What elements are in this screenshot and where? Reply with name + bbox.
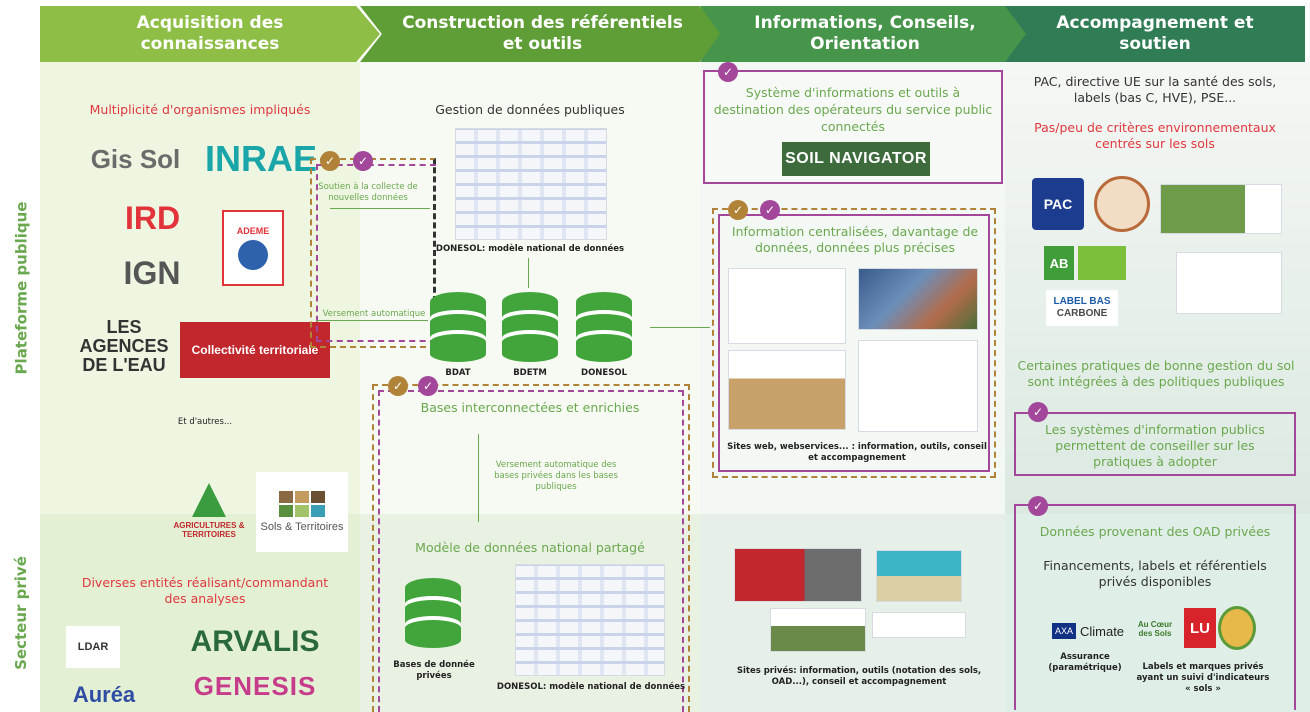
private-site-screenshot-1 (734, 548, 862, 602)
versement-text: Versement automatique (322, 309, 426, 319)
database-bdat (430, 292, 486, 362)
systemes-text: Les systèmes d'information publics perme… (1045, 422, 1265, 469)
chambres-agriculture-logo: AGRICULTURES & TERRITOIRES (168, 476, 250, 546)
ign-logo: IGN (123, 254, 181, 291)
bases-privees-caption: Bases de donnée privées (393, 660, 475, 681)
globe-icon (238, 240, 268, 270)
database-donesol (576, 292, 632, 362)
check-gold-icon: ✓ (320, 151, 340, 171)
arrow-donesol-down (528, 258, 529, 288)
db-label-bdat: BDAT (445, 368, 471, 378)
pac-text: PAC, directive UE sur la santé des sols,… (1033, 74, 1277, 105)
policy-document-image-2 (1176, 252, 1282, 314)
financements-text: Financements, labels et référentiels pri… (1043, 558, 1267, 589)
interconnected-box-inner (378, 390, 684, 712)
check-gold-icon-2: ✓ (388, 376, 408, 396)
eu-organic-logo (1078, 246, 1126, 280)
interconnected-box (372, 384, 690, 712)
side-label-private: Secteur privé (12, 556, 30, 670)
website-screenshot-1 (728, 268, 846, 344)
donesol-schema-image-2 (515, 564, 665, 676)
donesol-model-caption: DONESOL: modèle national de données (435, 244, 625, 254)
gissol-logo: Gis Sol (90, 143, 181, 174)
website-screenshot-2 (728, 350, 846, 430)
ird-logo: IRD (124, 199, 181, 236)
arrow-versement (316, 320, 428, 321)
database-bdetm (502, 292, 558, 362)
arrow-soutien (330, 208, 430, 209)
check-purple-icon-3: ✓ (718, 62, 738, 82)
hve-seal-logo (1094, 176, 1150, 232)
private-site-screenshot-4 (872, 612, 966, 638)
check-purple-icon-2: ✓ (418, 376, 438, 396)
private-site-screenshot-3 (770, 608, 866, 652)
connector-dashed-gold (310, 158, 436, 348)
sites-prives-caption: Sites privés: information, outils (notat… (736, 666, 982, 687)
wheat-label-logo (1218, 606, 1256, 650)
diverses-text: Diverses entités réalisant/commandant de… (81, 575, 329, 606)
private-site-screenshot-2 (876, 550, 962, 602)
website-screenshot-3 (858, 340, 978, 432)
certaines-pratiques-text: Certaines pratiques de bonne gestion du … (1017, 358, 1295, 389)
peu-criteres-text: Pas/peu de critères environnementaux cen… (1034, 120, 1276, 151)
arrow-db-to-info (650, 327, 710, 328)
interconnectees-text: Bases interconnectées et enrichies (420, 400, 640, 415)
header-informations: Informations, Conseils, Orientation (700, 6, 1030, 62)
assurance-caption: Assurance (paramétrique) (1048, 652, 1122, 673)
labels-prives-caption: Labels et marques privés ayant un suivi … (1136, 662, 1270, 694)
info-centralisees-box-inner (718, 214, 990, 472)
info-centralisees-text: Information centralisées, davantage de d… (731, 224, 979, 255)
donesol-model-caption-2: DONESOL: modèle national de données (496, 682, 686, 692)
label-bas-carbone-logo: LABEL BAS CARBONE (1046, 290, 1118, 326)
versement-prive-text: Versement automatique des bases privées … (494, 460, 618, 492)
lu-logo: LU (1184, 608, 1216, 648)
collectivite-logo: Collectivité territoriale (180, 322, 330, 378)
oad-text: Données provenant des OAD privées (1039, 524, 1271, 539)
map-screenshot (858, 268, 978, 330)
db-label-bdetm: BDETM (513, 368, 547, 378)
gestion-text: Gestion de données publiques (435, 102, 625, 117)
au-coeur-des-sols-logo: Au Cœur des Sols (1137, 620, 1173, 638)
ab-logo: AB (1044, 246, 1074, 280)
modele-partage-text: Modèle de données national partagé (415, 540, 645, 555)
sols-blocks-icon (279, 491, 325, 517)
others-text: Et d'autres... (177, 417, 233, 427)
genesis-logo: GENESIS (193, 670, 317, 701)
connector-dashed-purple (316, 164, 436, 342)
chambres-shape-icon (192, 483, 226, 517)
side-label-public: Plateforme publique (12, 201, 31, 375)
arrow-private-to-public (478, 434, 479, 522)
arvalis-logo: ARVALIS (190, 625, 320, 658)
col4-private-bg (1005, 514, 1310, 712)
ldar-logo: LDAR (66, 626, 120, 668)
soil-navigator-logo: SOIL NAVIGATOR (782, 142, 930, 176)
check-gold-icon-3: ✓ (728, 200, 748, 220)
header-acquisition: Acquisition des connaissances (40, 6, 380, 62)
multiplicite-text: Multiplicité d'organismes impliqués (89, 102, 311, 117)
pac-logo: PAC (1032, 178, 1084, 230)
oad-box (1014, 504, 1296, 710)
inrae-logo: INRAE (204, 138, 317, 179)
col1-public-bg (40, 62, 360, 514)
agences-eau-logo: LES AGENCES DE L'EAU (79, 316, 169, 375)
check-purple-icon: ✓ (353, 151, 373, 171)
check-purple-icon-4: ✓ (760, 200, 780, 220)
ademe-logo: ADEME (222, 210, 284, 286)
soutien-text: Soutien à la collecte de nouvelles donné… (318, 182, 418, 203)
sols-territoires-logo: Sols & Territoires (256, 472, 348, 552)
db-label-donesol: DONESOL (581, 368, 627, 378)
database-privees (405, 578, 461, 648)
donesol-schema-image (455, 128, 607, 240)
systeme-text: Système d'informations et outils à desti… (713, 85, 993, 134)
check-purple-icon-5: ✓ (1028, 402, 1048, 422)
aurea-logo: Auréa (72, 682, 136, 707)
check-purple-icon-6: ✓ (1028, 496, 1048, 516)
info-centralisees-box (712, 208, 996, 478)
axa-climate-logo: AXA Climate (1050, 614, 1126, 648)
sites-web-caption: Sites web, webservices... : information,… (727, 442, 987, 463)
policy-document-image (1160, 184, 1282, 234)
header-construction: Construction des référentiels et outils (360, 6, 725, 62)
systemes-box (1014, 412, 1296, 476)
header-accompagnement: Accompagnement et soutien (1005, 6, 1305, 62)
